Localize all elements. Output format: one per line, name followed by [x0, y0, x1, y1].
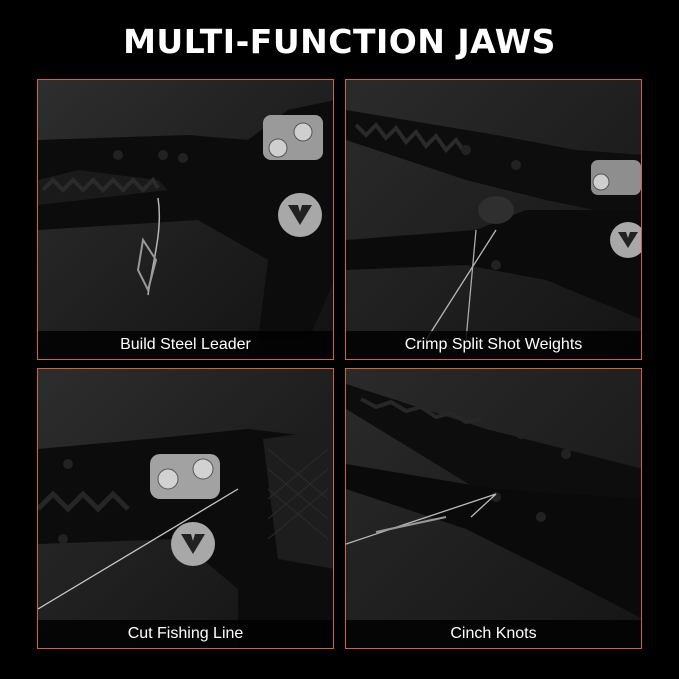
caption: Cinch Knots	[346, 620, 641, 648]
caption: Crimp Split Shot Weights	[346, 331, 641, 359]
panel-cinch-knots: Cinch Knots	[345, 368, 642, 649]
screw-icon	[150, 454, 220, 499]
caption: Build Steel Leader	[38, 331, 333, 359]
caption: Cut Fishing Line	[38, 620, 333, 648]
pliers-photo-cut-fishing-line	[38, 369, 333, 648]
panel-cut-fishing-line: Cut Fishing Line	[37, 368, 334, 649]
screw-icon	[591, 160, 641, 195]
brand-logo-icon	[278, 193, 322, 237]
brand-logo-icon	[171, 522, 215, 566]
brand-logo-icon	[610, 222, 641, 258]
pliers-photo-crimp-split-shot	[346, 80, 641, 359]
panel-build-steel-leader: Build Steel Leader	[37, 79, 334, 360]
page-title: MULTI-FUNCTION JAWS	[123, 22, 556, 61]
panel-crimp-split-shot-weights: Crimp Split Shot Weights	[345, 79, 642, 360]
screw-icon	[263, 115, 323, 160]
pliers-photo-cinch-knots	[346, 369, 641, 648]
pliers-photo-build-steel-leader	[38, 80, 333, 359]
